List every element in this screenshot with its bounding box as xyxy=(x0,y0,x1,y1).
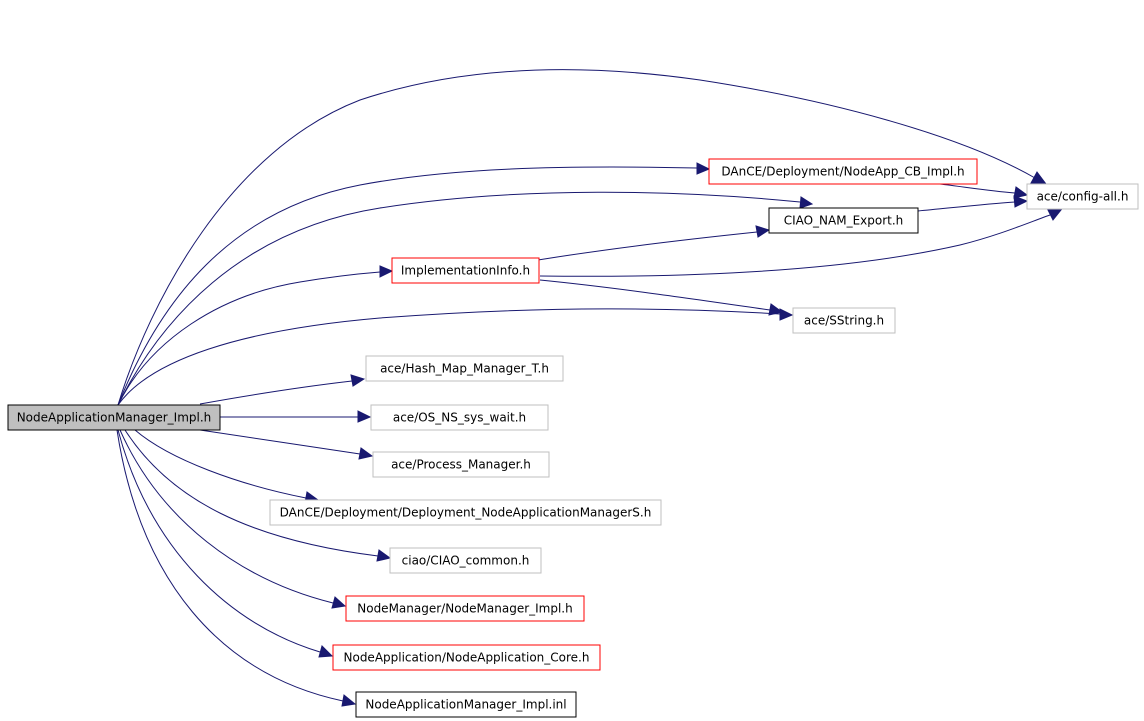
node-box xyxy=(792,307,896,334)
node-hash-map-manager[interactable]: ace/Hash_Map_Manager_T.h xyxy=(365,355,564,382)
node-sstring[interactable]: ace/SString.h xyxy=(792,307,896,334)
node-label: DAnCE/Deployment/NodeApp_CB_Impl.h xyxy=(721,165,964,179)
node-label: ace/OS_NS_sys_wait.h xyxy=(393,411,526,425)
node-implementation-info[interactable]: ImplementationInfo.h xyxy=(391,257,540,284)
edge-impl-info-to-ciao-nam-export xyxy=(537,231,758,261)
edge-root-to-hash-map xyxy=(199,380,353,405)
edge-root-to-nodeapp-cb xyxy=(117,166,698,406)
node-nodeapp-cb-impl[interactable]: DAnCE/Deployment/NodeApp_CB_Impl.h xyxy=(708,158,978,185)
node-box xyxy=(332,644,601,671)
arrowhead-root-to-ciao-common xyxy=(376,549,392,562)
edge-root-to-impl-info xyxy=(117,271,381,406)
node-node-manager-impl[interactable]: NodeManager/NodeManager_Impl.h xyxy=(345,595,585,622)
arrowhead-root-to-sstring xyxy=(779,308,794,321)
arrowhead-impl-info-to-ciao-nam-export xyxy=(755,225,771,238)
node-process-manager[interactable]: ace/Process_Manager.h xyxy=(372,451,550,478)
edge-root-to-sstring xyxy=(117,308,781,406)
node-box xyxy=(345,595,585,622)
arrowhead-root-to-nam-impl-inl xyxy=(341,694,357,707)
nodes-layer: NodeApplicationManager_Impl.h DAnCE/Depl… xyxy=(7,158,1139,718)
arrowhead-root-to-config-all xyxy=(1030,171,1048,185)
edge-nodeapp-cb-to-config-all xyxy=(939,183,1016,194)
edge-root-to-config-all xyxy=(117,69,1036,406)
node-box xyxy=(355,691,577,718)
arrowhead-nodeapp-cb-to-config-all xyxy=(1013,186,1029,199)
node-label: ace/Hash_Map_Manager_T.h xyxy=(380,362,549,376)
edge-root-to-ciao-nam-export xyxy=(117,191,801,406)
node-box xyxy=(708,158,978,185)
node-box xyxy=(389,547,542,574)
node-label: ace/Process_Manager.h xyxy=(391,458,531,472)
arrowhead-ciao-nam-export-to-config-all xyxy=(1013,195,1029,208)
node-label: NodeApplicationManager_Impl.inl xyxy=(365,698,566,712)
edge-root-to-deployment-nams xyxy=(134,429,307,499)
node-label: NodeApplicationManager_Impl.h xyxy=(17,411,212,425)
node-config-all[interactable]: ace/config-all.h xyxy=(1026,183,1139,210)
node-label: ImplementationInfo.h xyxy=(401,264,530,278)
arrowhead-impl-info-to-sstring xyxy=(768,303,784,316)
node-nodeapplication-core[interactable]: NodeApplication/NodeApplication_Core.h xyxy=(332,644,601,671)
arrowhead-root-to-nodeapp-core xyxy=(318,645,334,658)
node-label: DAnCE/Deployment/Deployment_NodeApplicat… xyxy=(280,506,652,520)
node-label: NodeApplication/NodeApplication_Core.h xyxy=(344,651,590,665)
node-box xyxy=(1026,183,1139,210)
node-label: ace/config-all.h xyxy=(1037,190,1129,204)
arrowhead-root-to-impl-info xyxy=(379,265,394,278)
edge-root-to-node-manager-impl xyxy=(119,429,334,604)
edge-ciao-nam-export-to-config-all xyxy=(917,201,1016,212)
node-box xyxy=(372,451,550,478)
arrowhead-root-to-ciao-nam-export xyxy=(799,196,814,209)
edge-root-to-nam-impl-inl xyxy=(116,429,344,702)
node-label: ciao/CIAO_common.h xyxy=(402,554,530,568)
node-deployment-nams[interactable]: DAnCE/Deployment/Deployment_NodeApplicat… xyxy=(269,499,662,526)
node-label: ace/SString.h xyxy=(804,314,884,328)
edge-root-to-nodeapp-core xyxy=(117,429,321,653)
node-box xyxy=(365,355,564,382)
node-label: CIAO_NAM_Export.h xyxy=(784,214,904,228)
node-ciao-nam-export[interactable]: CIAO_NAM_Export.h xyxy=(768,207,919,234)
node-box xyxy=(7,404,221,431)
node-box xyxy=(370,404,549,431)
node-nam-impl-inl[interactable]: NodeApplicationManager_Impl.inl xyxy=(355,691,577,718)
arrowhead-impl-info-to-config-all xyxy=(1047,209,1063,221)
node-box xyxy=(269,499,662,526)
node-label: NodeManager/NodeManager_Impl.h xyxy=(357,602,572,616)
arrowhead-root-to-hash-map xyxy=(350,374,366,387)
edge-impl-info-to-sstring xyxy=(539,279,771,311)
node-os-ns-sys-wait[interactable]: ace/OS_NS_sys_wait.h xyxy=(370,404,549,431)
arrowhead-root-to-process-manager xyxy=(358,447,374,460)
node-box xyxy=(391,257,540,284)
arrowhead-root-to-node-manager-impl xyxy=(331,596,347,609)
edge-root-to-process-manager xyxy=(199,429,361,455)
node-box xyxy=(768,207,919,234)
arrowhead-root-to-os-ns-sys-wait xyxy=(357,410,372,423)
edge-impl-info-to-config-all xyxy=(539,214,1051,277)
arrowhead-root-to-nodeapp-cb xyxy=(696,162,711,175)
edges-layer xyxy=(116,69,1063,707)
edge-root-to-ciao-common xyxy=(124,429,379,557)
node-root[interactable]: NodeApplicationManager_Impl.h xyxy=(7,404,221,431)
node-ciao-common[interactable]: ciao/CIAO_common.h xyxy=(389,547,542,574)
